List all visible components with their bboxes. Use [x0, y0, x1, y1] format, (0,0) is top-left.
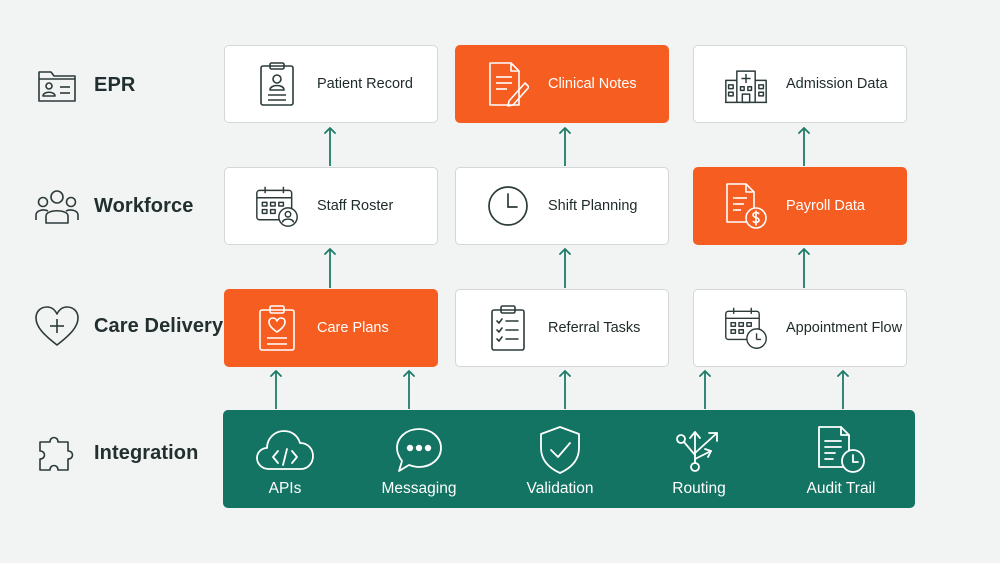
document-dollar-icon	[724, 181, 768, 231]
card-label: Admission Data	[786, 76, 888, 92]
patient-folder-icon	[34, 63, 80, 107]
row-label-care-delivery: Care Delivery	[34, 304, 223, 348]
card-label: Clinical Notes	[548, 76, 637, 92]
card-payroll-data[interactable]: Payroll Data	[693, 167, 907, 245]
integration-validation[interactable]: Validation	[500, 410, 620, 508]
clock-icon	[486, 181, 530, 231]
integration-label: APIs	[268, 480, 302, 497]
card-label: Referral Tasks	[548, 320, 641, 336]
row-label-integration: Integration	[34, 431, 198, 475]
document-clock-icon	[810, 424, 872, 476]
integration-audit-trail[interactable]: Audit Trail	[781, 410, 901, 508]
card-label: Appointment Flow	[786, 320, 903, 336]
integration-apis[interactable]: APIs	[225, 410, 345, 508]
hospital-building-icon	[724, 59, 768, 109]
card-admission-data[interactable]: Admission Data	[693, 45, 907, 123]
card-label: Staff Roster	[317, 198, 394, 214]
calendar-person-icon	[255, 181, 299, 231]
row-label-epr: EPR	[34, 63, 135, 107]
integration-label: Validation	[526, 480, 594, 497]
routing-arrows-icon	[668, 424, 730, 476]
card-shift-planning[interactable]: Shift Planning	[455, 167, 669, 245]
row-label-text: Integration	[94, 441, 199, 464]
chat-bubble-icon	[388, 424, 450, 476]
card-label: Patient Record	[317, 76, 413, 92]
card-patient-record[interactable]: Patient Record	[224, 45, 438, 123]
integration-routing[interactable]: Routing	[639, 410, 759, 508]
row-label-text: EPR	[94, 73, 136, 96]
row-label-workforce: Workforce	[34, 184, 193, 228]
row-label-text: Workforce	[94, 194, 194, 217]
shield-check-icon	[529, 424, 591, 476]
card-clinical-notes[interactable]: Clinical Notes	[455, 45, 669, 123]
clipboard-checklist-icon	[486, 303, 530, 353]
cloud-code-icon	[254, 424, 316, 476]
row-label-text: Care Delivery	[94, 314, 224, 337]
card-label: Shift Planning	[548, 198, 638, 214]
integration-bar: APIs Messaging Validation	[223, 410, 915, 508]
card-care-plans[interactable]: Care Plans	[224, 289, 438, 367]
heart-plus-icon	[34, 304, 80, 348]
integration-label: Messaging	[381, 480, 457, 497]
card-label: Payroll Data	[786, 198, 865, 214]
clipboard-heart-icon	[255, 303, 299, 353]
document-pen-icon	[486, 59, 530, 109]
clipboard-person-icon	[255, 59, 299, 109]
card-referral-tasks[interactable]: Referral Tasks	[455, 289, 669, 367]
puzzle-piece-icon	[34, 431, 80, 475]
integration-messaging[interactable]: Messaging	[359, 410, 479, 508]
people-group-icon	[34, 184, 80, 228]
integration-label: Audit Trail	[806, 480, 876, 497]
card-staff-roster[interactable]: Staff Roster	[224, 167, 438, 245]
card-label: Care Plans	[317, 320, 389, 336]
card-appointment-flow[interactable]: Appointment Flow	[693, 289, 907, 367]
integration-label: Routing	[672, 480, 726, 497]
calendar-clock-icon	[724, 303, 768, 353]
